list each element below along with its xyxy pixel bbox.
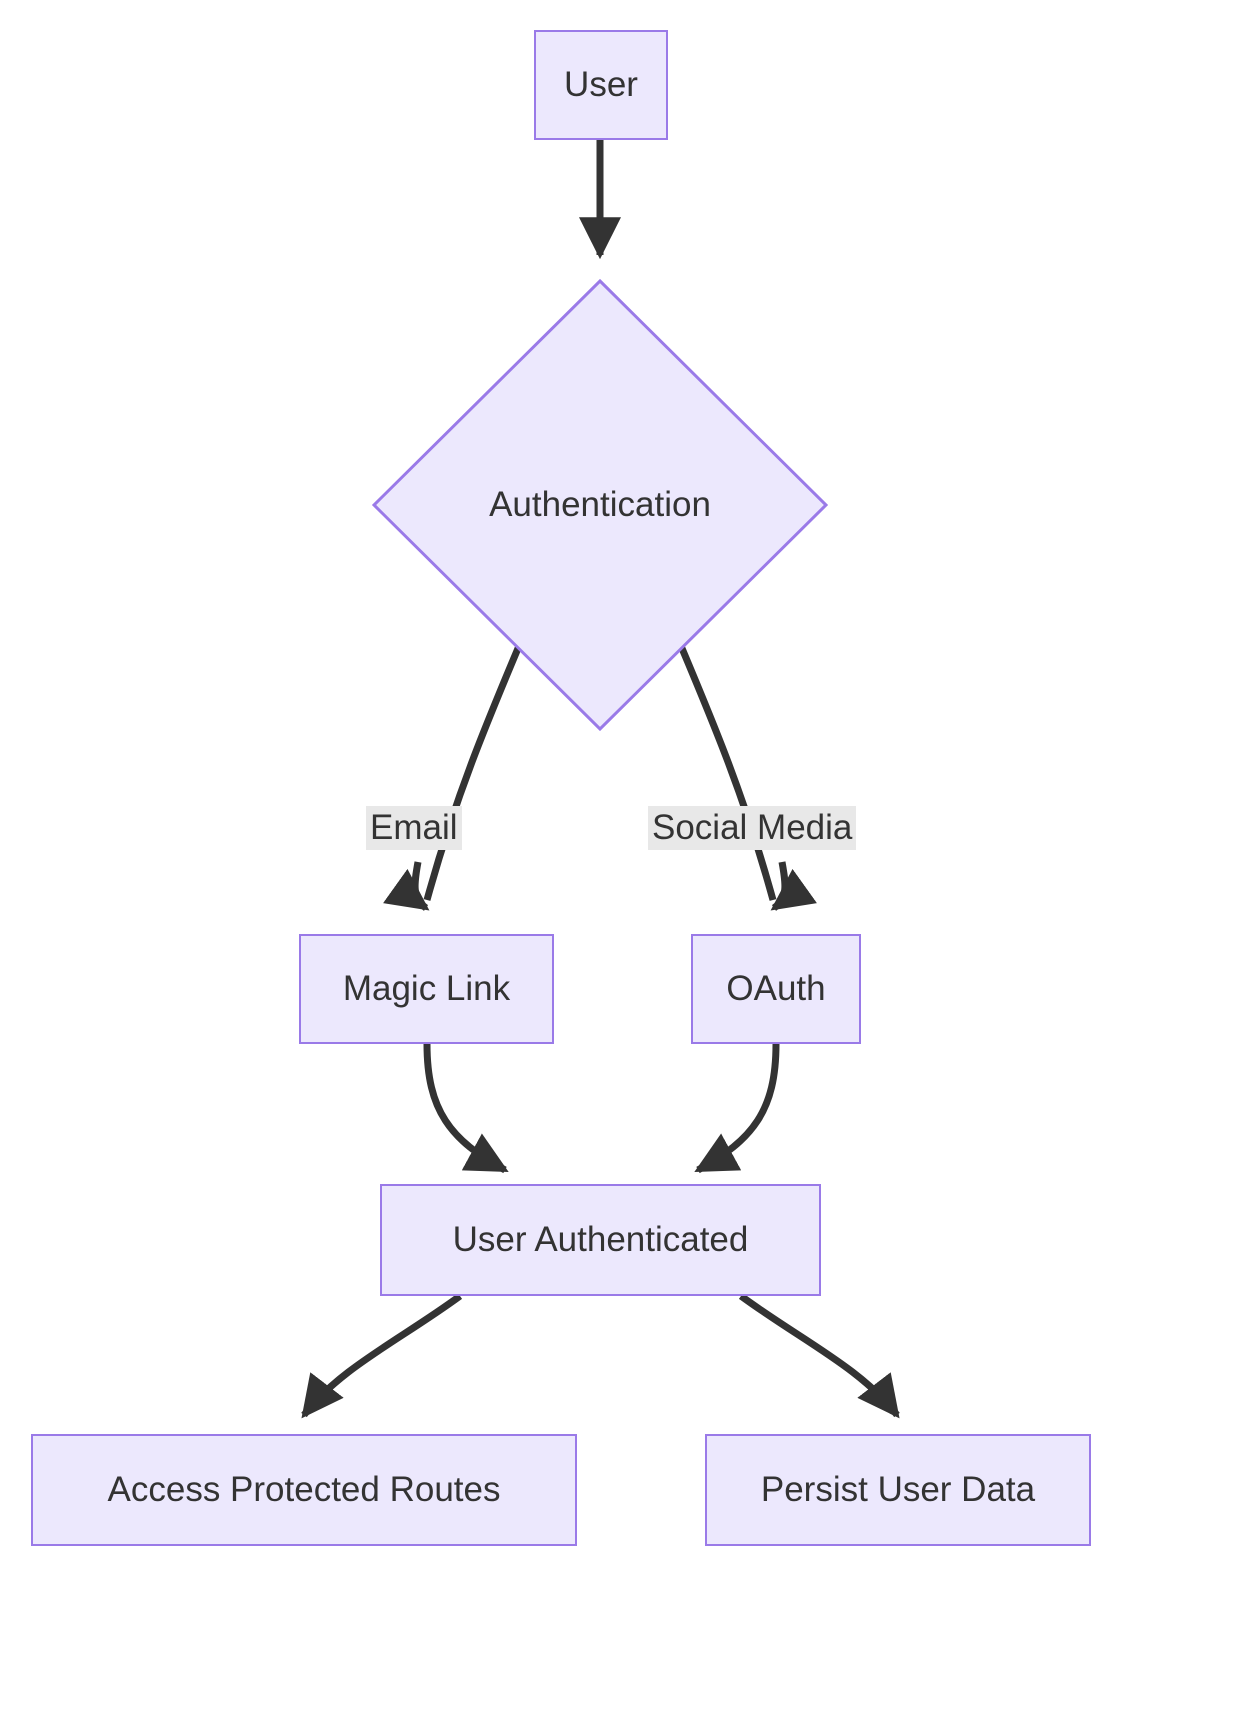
edge-label-email: Email: [366, 806, 462, 851]
edge-auth-to-oauth: [677, 644, 777, 901]
node-access-protected-routes[interactable]: Access Protected Routes: [31, 1434, 577, 1546]
edge-userauth-to-persist: [738, 1293, 900, 1419]
edge-auth-to-oauth-tail: [770, 861, 817, 911]
node-user-authenticated[interactable]: User Authenticated: [380, 1184, 821, 1296]
node-magic-link[interactable]: Magic Link: [299, 934, 554, 1044]
diamond-shape: [372, 279, 828, 731]
node-user[interactable]: User: [534, 30, 668, 140]
edge-magiclink-to-userauth: [423, 1043, 509, 1174]
edge-auth-to-magiclink: [423, 644, 523, 901]
edge-userauth-to-access: [301, 1293, 463, 1419]
node-persist-user-data[interactable]: Persist User Data: [705, 1434, 1091, 1546]
node-user-label: User: [564, 64, 638, 104]
edge-label-social-media: Social Media: [648, 806, 857, 851]
edge-oauth-to-userauth: [694, 1043, 780, 1174]
node-authentication-label: Authentication: [489, 485, 711, 524]
node-oauth-label: OAuth: [726, 968, 826, 1008]
edge-auth-to-magiclink-tail: [383, 861, 430, 911]
node-authentication[interactable]: Authentication: [372, 279, 828, 731]
node-access-protected-routes-label: Access Protected Routes: [107, 1469, 501, 1509]
node-magic-link-label: Magic Link: [342, 968, 511, 1008]
node-user-authenticated-label: User Authenticated: [452, 1219, 749, 1259]
node-oauth[interactable]: OAuth: [691, 934, 861, 1044]
node-persist-user-data-label: Persist User Data: [760, 1469, 1036, 1509]
